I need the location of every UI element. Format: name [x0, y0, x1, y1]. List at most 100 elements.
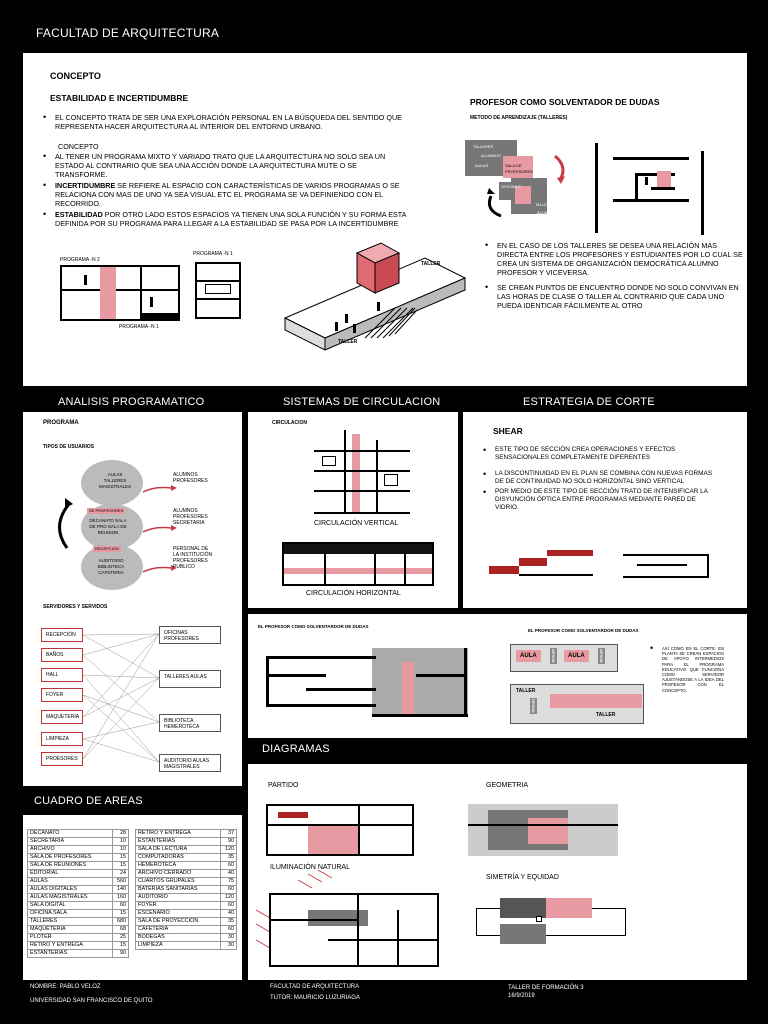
area-name: SALA DIGITAL: [27, 901, 113, 910]
area-name: SECRETARIA: [27, 837, 113, 846]
area-name: FOYER: [135, 901, 221, 910]
simetria-label: SIMETRÍA Y EQUIDAD: [486, 874, 559, 881]
aula-label: AULA: [564, 650, 589, 662]
area-value: 680: [112, 917, 129, 926]
shear-section-2: [623, 546, 709, 582]
circle2-label: DECANATO SALA DE PRO SALA DE REUNION: [89, 518, 127, 535]
area-name: AULAS DIGITALES: [27, 885, 113, 894]
ofic-label: OFICIN: [598, 648, 605, 664]
metodo-label: METODO DE APRENDIZAJE (TALLERES): [470, 115, 568, 121]
area-value: 90: [220, 837, 237, 846]
area-value: 40: [220, 869, 237, 878]
area-value: 120: [220, 845, 237, 854]
area-name: RETIRO Y ENTREGA: [135, 829, 221, 838]
concept-bullet: INCERTIDUMBRE SE REFIERE AL ESPACIO CON …: [41, 181, 411, 208]
concept-bullets: EL CONCEPTO TRATA DE SER UNA EXPLORACIÓN…: [41, 113, 411, 131]
profesor-bullet: EN EL CASO DE LOS TALLERES SE DESEA UNA …: [483, 241, 743, 277]
shear-bullet: ESTE TIPO DE SECCIÓN CREA OPERACIONES Y …: [481, 446, 713, 462]
geometria-label: GEOMETRIA: [486, 782, 529, 789]
ofic-label: OFICIN: [530, 698, 537, 714]
arrows-icon: [142, 485, 177, 573]
area-value: 160: [112, 893, 129, 902]
profesor-plan-label-1: EL PROFESOR COMO SOLVENTARDOR DE DUDAS: [258, 624, 369, 629]
server-item: LIMPIEZA: [41, 732, 83, 746]
area-name: ESTANTERIAS: [135, 837, 221, 846]
area-name: HEMEROTECA: [135, 861, 221, 870]
area-name: ARCHIVO CERRADO: [135, 869, 221, 878]
taller-label-2: TALLER: [338, 339, 358, 345]
served-item: OFICINAS PROFESORES: [159, 626, 221, 644]
corte-note: ASÍ COMO EN EL CORTE, EN PLANTA SE CREAN…: [648, 646, 724, 693]
area-value: 75: [220, 877, 237, 886]
concept-heading: CONCEPTO: [50, 71, 101, 81]
concept-bullet: AL TENER UN PROGRAMA MIXTO Y VARIADO TRA…: [41, 152, 411, 179]
cube-label: ALUMNOS: [481, 153, 501, 158]
circle3-tag: RECEPCION: [93, 546, 121, 552]
server-item: MAQUETERIA: [41, 710, 83, 724]
shear-section: [489, 546, 593, 582]
horizontal-section: [282, 542, 434, 586]
area-value: 10: [112, 845, 129, 854]
area-name: LIMPIEZA: [135, 941, 221, 950]
area-name: RETIRO Y ENTREGA: [27, 941, 113, 950]
users-group-1: ALUMNOS PROFESORES: [173, 472, 208, 484]
profesor-plan-label-2: EL PROFESOR COMO SOLVENTARDOR DE DUDAS: [528, 628, 639, 633]
concept-bullets-2: AL TENER UN PROGRAMA MIXTO Y VARIADO TRA…: [41, 152, 411, 228]
corte-note-text: ASÍ COMO EN EL CORTE, EN PLANTA SE CREAN…: [648, 646, 724, 693]
area-value: 120: [220, 893, 237, 902]
bullet-text: POR OTRO LADO ESTOS ESPACIOS YA TIENEN U…: [55, 210, 407, 228]
programa-n1-label-a: PROGRAMA -N 1: [193, 251, 233, 257]
area-name: PLOTER: [27, 933, 113, 942]
area-name: TALLERES: [27, 917, 113, 926]
server-item: BAÑOS: [41, 648, 83, 662]
cube-label: AULAS: [475, 163, 489, 168]
cube-diagram: TALLERES ALUMNOS AULAS SALA DE PROFESORE…: [463, 138, 583, 228]
profesor-bullets: EN EL CASO DE LOS TALLERES SE DESEA UNA …: [483, 241, 743, 310]
programa-n2-label: PROGRAMA -N 2: [60, 257, 100, 263]
profesor-bullet: SE CREAN PUNTOS DE ENCUENTRO DONDE NO SO…: [483, 283, 743, 310]
area-value: 68: [112, 925, 129, 934]
area-value: 10: [112, 837, 129, 846]
profesor-heading: PROFESOR COMO SOLVENTADOR DE DUDAS: [470, 97, 660, 107]
relations-lines: [82, 633, 160, 763]
stack-diagram: [195, 262, 241, 319]
cube-label: OFICINA P: [501, 184, 521, 189]
concept-panel: CONCEPTO ESTABILIDAD E INCERTIDUMBRE EL …: [23, 53, 747, 386]
bullet-text: SE REFIERE AL ESPACIO CON CARACTERÍSTICA…: [55, 181, 400, 208]
programa-n1-label-b: PROGRAMA -N 1: [119, 324, 159, 330]
plan-drawing: [266, 644, 482, 724]
area-value: 90: [112, 949, 129, 958]
area-name: SALA DE LECTURA: [135, 845, 221, 854]
concept-bullet: EL CONCEPTO TRATA DE SER UNA EXPLORACIÓN…: [41, 113, 411, 131]
bold-term: INCERTIDUMBRE: [55, 181, 116, 190]
area-value: 25: [112, 933, 129, 942]
concept-subheading: ESTABILIDAD E INCERTIDUMBRE: [50, 93, 189, 103]
area-name: ARCHIVO: [27, 845, 113, 854]
area-value: 140: [112, 885, 129, 894]
corte-panel: SHEAR ESTE TIPO DE SECCIÓN CREA OPERACIO…: [463, 412, 747, 608]
circle3-label: AUDITORIO BIBLIOTECA CAFETERIA: [97, 558, 125, 575]
server-item: FOYER: [41, 688, 83, 702]
footer-facultad: FACULTAD DE ARQUITECTURA: [270, 984, 360, 990]
ofic-label: OFICIN: [550, 648, 557, 664]
area-value: 28: [112, 829, 129, 838]
circulacion-header: SISTEMAS DE CIRCULACION: [283, 396, 441, 408]
area-name: SALA DE REUNIONES: [27, 861, 113, 870]
cube-label: TALLER: [535, 202, 550, 207]
